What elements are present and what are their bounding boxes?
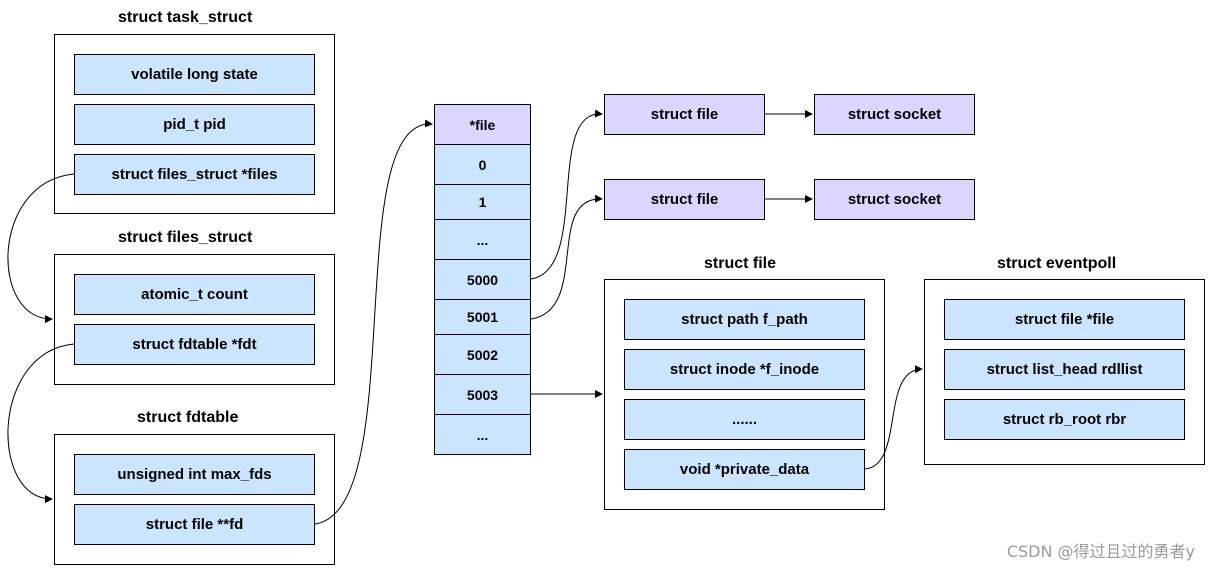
eventpoll-field-rbr: struct rb_root rbr [944,399,1185,440]
fdtable-container: unsigned int max_fds struct file **fd [54,434,335,565]
files-struct-container: atomic_t count struct fdtable *fdt [54,254,335,385]
task-struct-field-files: struct files_struct *files [74,154,315,195]
socket-row-2-socket: struct socket [814,179,975,220]
arrow-fd-to-array [314,119,433,525]
socket-row-1-socket: struct socket [814,94,975,135]
file-struct-field-f-inode: struct inode *f_inode [624,349,865,390]
watermark: CSDN @得过且过的勇者y [1006,542,1195,561]
fd-array-cell-0: 0 [434,144,531,185]
eventpoll-field-rdllist: struct list_head rdllist [944,349,1185,390]
socket-row-1-file: struct file [604,94,765,135]
fd-array-cell-ellipsis-2: ... [434,414,531,455]
fdtable-field-max-fds: unsigned int max_fds [74,454,315,495]
files-struct-title: struct files_struct [118,229,253,246]
task-struct-field-pid: pid_t pid [74,104,315,145]
arrow-fdt-to-fdtable [7,343,75,504]
arrow-files-to-files-struct [7,173,75,324]
task-struct-title: struct task_struct [118,9,253,26]
file-struct-field-f-path: struct path f_path [624,299,865,340]
file-struct-field-ellipsis: ...... [624,399,865,440]
arrow-private-data-to-eventpoll [864,365,923,470]
files-struct-field-count: atomic_t count [74,274,315,315]
fdtable-title: struct fdtable [137,409,239,426]
socket-row-2-file: struct file [604,179,765,220]
fdtable-field-fd: struct file **fd [74,504,315,545]
fd-array-cell-5003: 5003 [434,374,531,415]
fd-array-cell-5002: 5002 [434,334,531,375]
eventpoll-container: struct file *file struct list_head rdlli… [924,279,1205,465]
eventpoll-field-file: struct file *file [944,299,1185,340]
task-struct-container: volatile long state pid_t pid struct fil… [54,34,335,214]
files-struct-field-fdt: struct fdtable *fdt [74,324,315,365]
file-struct-title: struct file [704,255,777,272]
fd-array-cell-5000: 5000 [434,259,531,300]
eventpoll-title: struct eventpoll [997,255,1117,272]
arrow-5000-to-file-1 [530,109,603,280]
task-struct-field-state: volatile long state [74,54,315,95]
file-struct-field-private-data: void *private_data [624,449,865,490]
arrow-5001-to-file-2 [530,194,603,320]
file-struct-container: struct path f_path struct inode *f_inode… [604,279,885,510]
